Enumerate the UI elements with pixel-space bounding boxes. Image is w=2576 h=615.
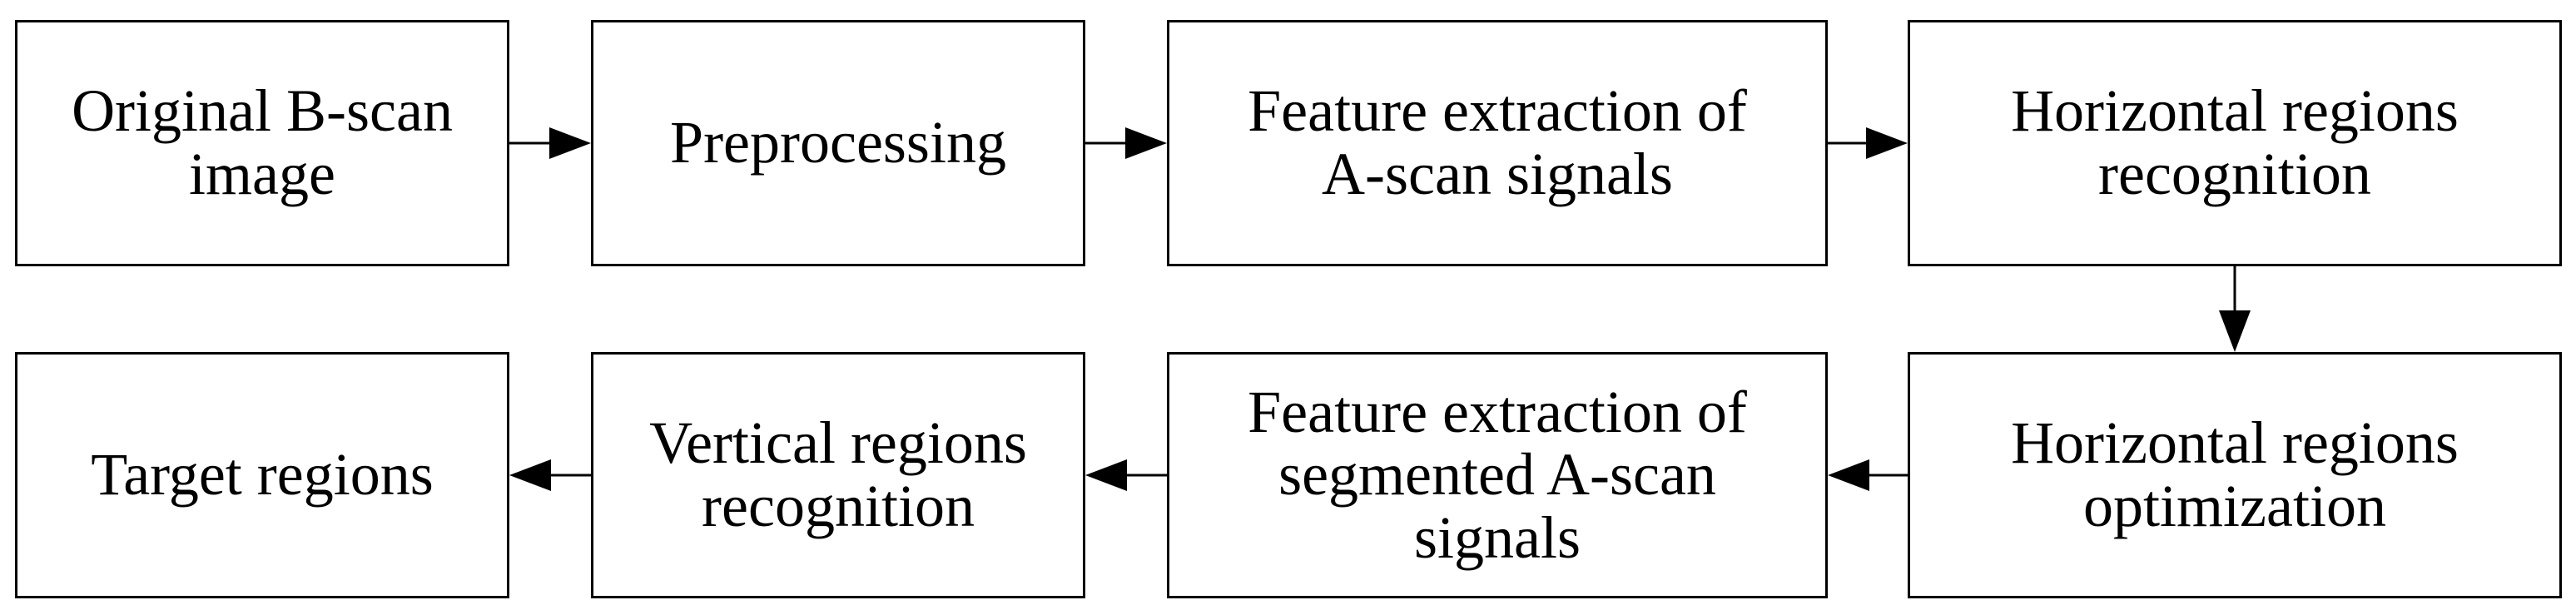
arrow-preprocessing-to-feature-extraction [1085,127,1167,159]
box-target-regions: Target regions [15,352,509,598]
box-label: Original B-scan image [72,77,453,207]
arrow-feature-extraction-segmented-to-vertical-recognition [1085,459,1167,491]
box-horizontal-regions-optimization: Horizontal regions optimization [1908,352,2562,598]
box-label: Preprocessing [670,109,1006,176]
box-label: Horizontal regions recognition [2011,77,2459,207]
box-feature-extraction-segmented: Feature extraction of segmented A-scan s… [1167,352,1828,598]
box-label: Horizontal regions optimization [2011,409,2459,539]
box-label: Vertical regions recognition [649,409,1027,539]
box-label: Target regions [91,441,434,508]
arrow-feature-extraction-to-horizontal-recognition [1828,127,1908,159]
box-feature-extraction-a-scan: Feature extraction of A-scan signals [1167,20,1828,266]
arrow-optimization-to-feature-extraction-segmented [1828,459,1908,491]
box-label: Feature extraction of A-scan signals [1248,77,1747,207]
box-preprocessing: Preprocessing [591,20,1085,266]
box-original-b-scan-image: Original B-scan image [15,20,509,266]
box-horizontal-regions-recognition: Horizontal regions recognition [1908,20,2562,266]
box-vertical-regions-recognition: Vertical regions recognition [591,352,1085,598]
arrow-vertical-recognition-to-target-regions [509,459,591,491]
box-label: Feature extraction of segmented A-scan s… [1248,378,1747,571]
arrow-original-to-preprocessing [509,127,591,159]
arrow-recognition-to-optimization [2219,266,2251,352]
